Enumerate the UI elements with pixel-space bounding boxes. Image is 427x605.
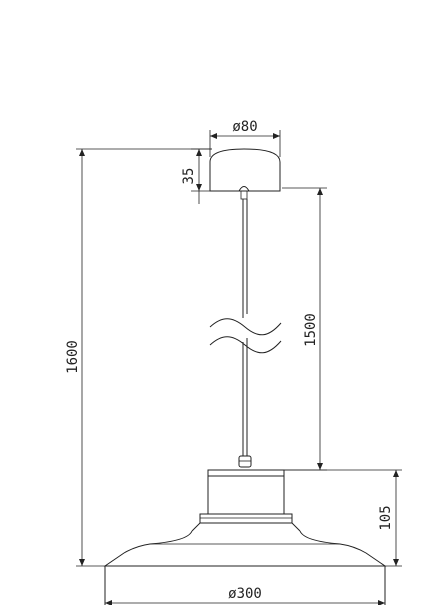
total-height-label: 1600 bbox=[65, 340, 81, 374]
cable-length-label: 1500 bbox=[303, 313, 319, 347]
cable-fitting bbox=[238, 455, 252, 468]
break-mark-top bbox=[209, 318, 282, 336]
canopy-height-label: 35 bbox=[181, 168, 197, 185]
ceiling-canopy bbox=[209, 148, 281, 200]
shade-height-label: 105 bbox=[378, 505, 394, 530]
lamp-shade bbox=[103, 469, 387, 605]
shade-diameter-label: ø300 bbox=[228, 586, 262, 602]
suspension-cable bbox=[209, 199, 282, 468]
break-mark-bottom bbox=[209, 336, 282, 354]
dim-canopy-diameter bbox=[209, 130, 281, 157]
dim-shade-height bbox=[284, 469, 402, 567]
canopy-diameter-label: ø80 bbox=[232, 119, 257, 135]
dim-total-height bbox=[76, 148, 212, 567]
